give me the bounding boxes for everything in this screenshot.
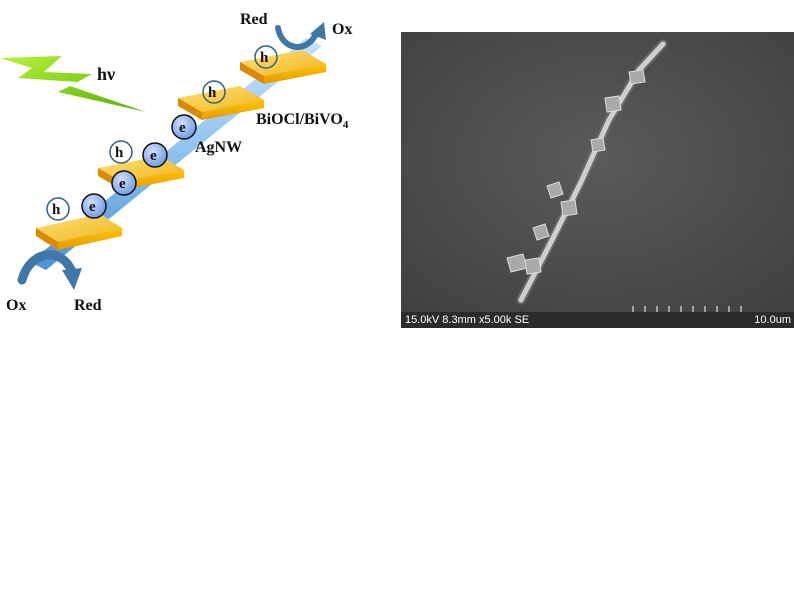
bottom-arrow-head-icon <box>62 268 82 290</box>
sem-scale-ticks <box>632 306 742 312</box>
svg-text:h: h <box>52 202 61 218</box>
svg-text:e: e <box>119 176 126 192</box>
bottom-red-label: Red <box>74 297 102 314</box>
top-redox-arrow <box>275 25 319 50</box>
top-arrow-head-icon <box>310 22 326 40</box>
catalyst-plate-3 <box>178 86 264 120</box>
sem-particles <box>506 69 646 275</box>
hole-4: h <box>254 45 278 69</box>
svg-text:h: h <box>115 145 124 161</box>
bottom-redox-arrow <box>17 250 77 285</box>
top-ox-label: Ox <box>332 21 352 38</box>
electron-3: e <box>142 142 168 168</box>
electron-2: e <box>111 170 137 196</box>
light-label: hν <box>97 64 115 84</box>
top-red-label: Red <box>240 11 268 28</box>
lightning-icon <box>0 56 146 112</box>
svg-text:e: e <box>89 199 96 215</box>
sem-scale-label: 10.0um <box>754 314 791 326</box>
catalyst-plate-1 <box>36 214 122 250</box>
sem-micrograph: 15.0kV 8.3mm x5.00k SE 10.0um <box>401 32 794 328</box>
hole-1: h <box>46 197 70 221</box>
sem-info-text: 15.0kV 8.3mm x5.00k SE <box>405 314 530 326</box>
sem-image <box>401 32 794 312</box>
svg-text:e: e <box>179 120 186 136</box>
hole-2: h <box>109 140 133 164</box>
catalyst-label: BiOCl/BiVO4 <box>256 111 349 131</box>
svg-text:e: e <box>150 148 157 164</box>
hole-3: h <box>202 80 226 104</box>
wire-label: AgNW <box>195 139 242 156</box>
electron-4: e <box>171 114 197 140</box>
bottom-ox-label: Ox <box>6 297 26 314</box>
svg-text:h: h <box>260 50 269 66</box>
electron-1: e <box>81 193 107 219</box>
catalyst-plate-4 <box>240 50 326 84</box>
photocatalysis-schematic: hν h h h h e <box>0 11 352 314</box>
catalyst-subscript: 4 <box>343 119 349 131</box>
sem-info-bar: 15.0kV 8.3mm x5.00k SE 10.0um <box>401 306 794 328</box>
svg-text:h: h <box>208 85 217 101</box>
